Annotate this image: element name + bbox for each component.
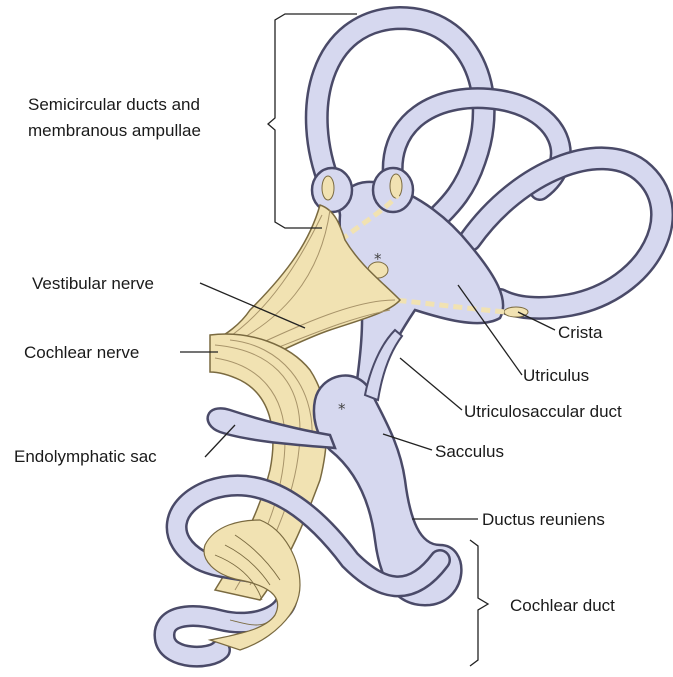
label-semicircular-ducts-line1: Semicircular ducts and	[28, 94, 200, 115]
bracket-cochlear-duct	[470, 540, 488, 666]
label-sacculus: Sacculus	[435, 441, 504, 462]
label-utriculosaccular-duct: Utriculosaccular duct	[464, 401, 622, 422]
label-utriculus: Utriculus	[523, 365, 589, 386]
label-ductus-reuniens: Ductus reuniens	[482, 509, 605, 530]
label-cochlear-nerve: Cochlear nerve	[24, 342, 139, 363]
leader-utriculosaccular-duct	[400, 358, 462, 410]
label-semicircular-ducts-line2: membranous ampullae	[28, 120, 201, 141]
label-vestibular-nerve: Vestibular nerve	[32, 273, 154, 294]
asterisk-utricle: *	[374, 250, 382, 268]
asterisk-saccule: *	[338, 400, 346, 418]
label-crista: Crista	[558, 322, 602, 343]
label-endolymphatic-sac: Endolymphatic sac	[14, 446, 157, 467]
crista-patch-1	[322, 176, 334, 200]
label-cochlear-duct: Cochlear duct	[510, 595, 615, 616]
